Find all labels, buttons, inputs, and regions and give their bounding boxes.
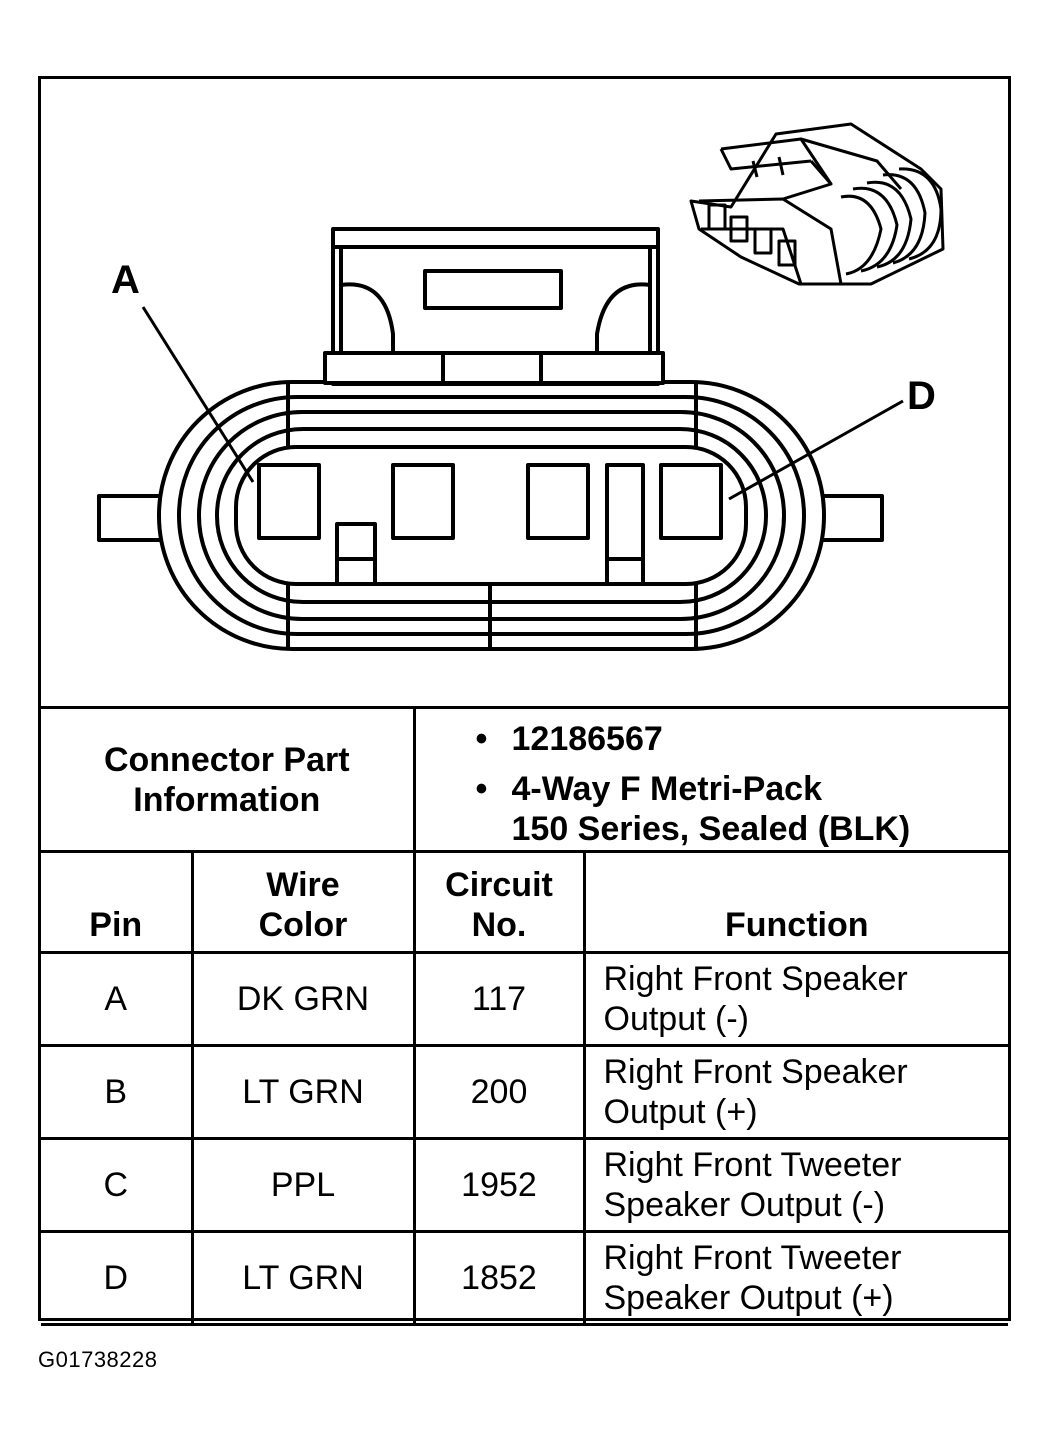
callout-label-d: D [907, 374, 936, 418]
wire-color-cell: LT GRN [190, 1044, 416, 1140]
connector-info-table: Connector Part Information • 12186567 • … [41, 706, 1008, 1326]
pin-cell: D [41, 1230, 194, 1326]
callout-leader-d [728, 399, 904, 501]
pin-cell: B [41, 1044, 194, 1140]
table-header-row: Pin Wire Color Circuit No. Function [41, 850, 1008, 954]
terminal-cavity-a [257, 463, 321, 540]
wire-color-cell: DK GRN [190, 951, 416, 1047]
terminal-cavity-d [659, 463, 723, 540]
header-function: Function [582, 850, 1008, 954]
connector-face-diagram: A D [97, 122, 945, 651]
connector-type-line1: 4-Way F Metri-Pack [511, 770, 823, 808]
circuit-cell: 200 [412, 1044, 586, 1140]
wire-color-cell: LT GRN [190, 1230, 416, 1326]
circuit-cell: 1952 [412, 1137, 586, 1233]
latch-window [423, 269, 563, 310]
key-left [335, 522, 377, 586]
key-right [605, 463, 645, 586]
pin-cell: A [41, 951, 194, 1047]
part-info-detail: • 12186567 • 4-Way F Metri-Pack 150 Seri… [412, 706, 1009, 853]
function-cell: Right Front Tweeter Speaker Output (-) [582, 1137, 1008, 1233]
header-circuit-no: Circuit No. [412, 850, 586, 954]
part-info-label-line2: Information [133, 780, 321, 819]
wire-color-cell: PPL [190, 1137, 416, 1233]
part-info-row: Connector Part Information • 12186567 • … [41, 706, 1009, 853]
function-cell: Right Front Tweeter Speaker Output (+) [582, 1230, 1008, 1326]
table-row: A DK GRN 117 Right Front Speaker Output … [41, 951, 1008, 1047]
table-row: C PPL 1952 Right Front Tweeter Speaker O… [41, 1137, 1008, 1233]
function-cell: Right Front Speaker Output (+) [582, 1044, 1008, 1140]
part-info-label-line1: Connector Part [103, 740, 350, 779]
connector-type-item: • 4-Way F Metri-Pack 150 Series, Sealed … [416, 769, 1009, 849]
part-number: 12186567 [511, 720, 663, 758]
pin-cell: C [41, 1137, 194, 1233]
header-pin: Pin [41, 850, 194, 954]
terminal-cavity-c [526, 463, 590, 540]
figure-code: G01738228 [38, 1347, 158, 1372]
callout-leader-a [141, 306, 255, 483]
function-cell: Right Front Speaker Output (-) [582, 951, 1008, 1047]
connector-3d-icon [689, 122, 945, 286]
left-side-tab [97, 494, 166, 542]
connector-type-line2: 150 Series, Sealed (BLK) [511, 810, 911, 848]
connector-card: A D [38, 76, 1011, 1326]
bullet-icon: • [475, 720, 488, 758]
header-wire-color: Wire Color [190, 850, 416, 954]
bullet-icon: • [475, 770, 488, 808]
circuit-cell: 1852 [412, 1230, 586, 1326]
terminal-cavity-b [391, 463, 455, 540]
part-number-item: • 12186567 [416, 719, 1009, 759]
table-row: B LT GRN 200 Right Front Speaker Output … [41, 1044, 1008, 1140]
callout-label-a: A [111, 258, 140, 302]
table-row: D LT GRN 1852 Right Front Tweeter Speake… [41, 1230, 1008, 1326]
connector-cavity [234, 445, 748, 586]
circuit-cell: 117 [412, 951, 586, 1047]
part-info-label: Connector Part Information [41, 706, 416, 853]
